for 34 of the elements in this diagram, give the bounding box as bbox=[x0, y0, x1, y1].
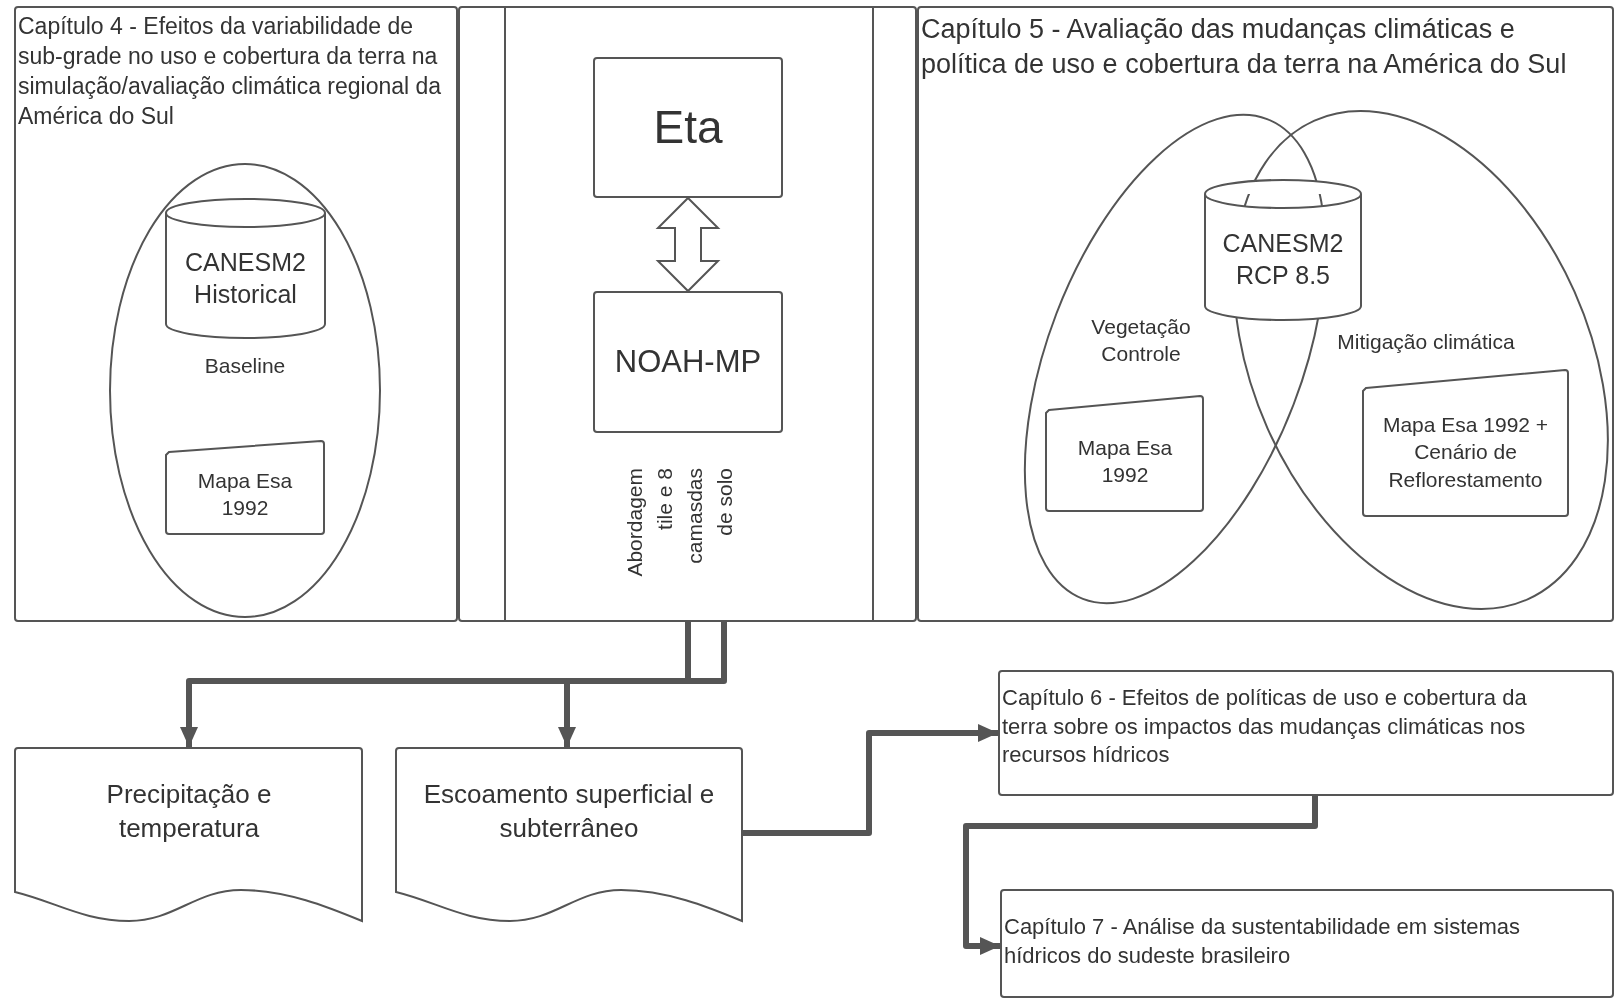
double-block-arrow bbox=[655, 196, 721, 293]
connector-arrow bbox=[963, 796, 1318, 955]
node-label: Eta bbox=[653, 99, 723, 155]
annotation-text: Abordagem tile e 8 camasdas de solo bbox=[622, 468, 737, 579]
node-label: Baseline bbox=[204, 353, 286, 380]
node-label: Escoamento superficial e subterrâneo bbox=[422, 778, 716, 845]
ellipse-group bbox=[109, 163, 381, 618]
predefined-process-box bbox=[458, 6, 917, 622]
manual-input-card bbox=[165, 440, 325, 535]
node-label: CANESM2 RCP 8.5 bbox=[1221, 227, 1345, 291]
chapter-panel bbox=[14, 6, 458, 622]
connector-arrow bbox=[743, 724, 998, 836]
node-label: NOAH-MP bbox=[614, 342, 762, 381]
node-label: Vegetação Controle bbox=[1090, 313, 1192, 367]
chapter-heading: Capítulo 6 - Efeitos de políticas de uso e cobertura da terra sobre os impactos das mudanças climáticas nos recursos hídricos bbox=[1002, 684, 1528, 770]
document-shape bbox=[395, 747, 743, 922]
chapter-panel bbox=[917, 6, 1614, 622]
chapter-heading: Capítulo 4 - Efeitos da variabilidade de sub-grade no uso e cobertura da terra na simulação/avaliação climática regional da América do Sul bbox=[18, 12, 442, 131]
manual-input-card bbox=[1362, 369, 1569, 517]
chapter-heading: Capítulo 5 - Avaliação das mudanças climáticas e política de uso e cobertura da terra na América do Sul bbox=[921, 13, 1568, 82]
process-box bbox=[593, 57, 783, 198]
chapter-heading: Capítulo 7 - Análise da sustentabilidade em sistemas hídricos do sudeste brasileiro bbox=[1004, 913, 1522, 970]
chapter-box bbox=[998, 670, 1614, 796]
connector-arrow bbox=[180, 622, 691, 747]
manual-input-card bbox=[1045, 395, 1204, 512]
connector-arrow bbox=[558, 622, 727, 747]
node-label: Precipitação e temperatura bbox=[105, 778, 273, 845]
node-label: Mitigação climática bbox=[1337, 329, 1515, 356]
document-shape bbox=[14, 747, 363, 922]
node-label: CANESM2 Historical bbox=[184, 246, 307, 310]
node-label: Mapa Esa 1992 bbox=[1076, 434, 1174, 488]
node-label: Mapa Esa 1992 bbox=[196, 467, 294, 521]
node-label: Mapa Esa 1992 + Cenário de Reflorestamento bbox=[1381, 412, 1550, 493]
chapter-box bbox=[1000, 889, 1614, 998]
